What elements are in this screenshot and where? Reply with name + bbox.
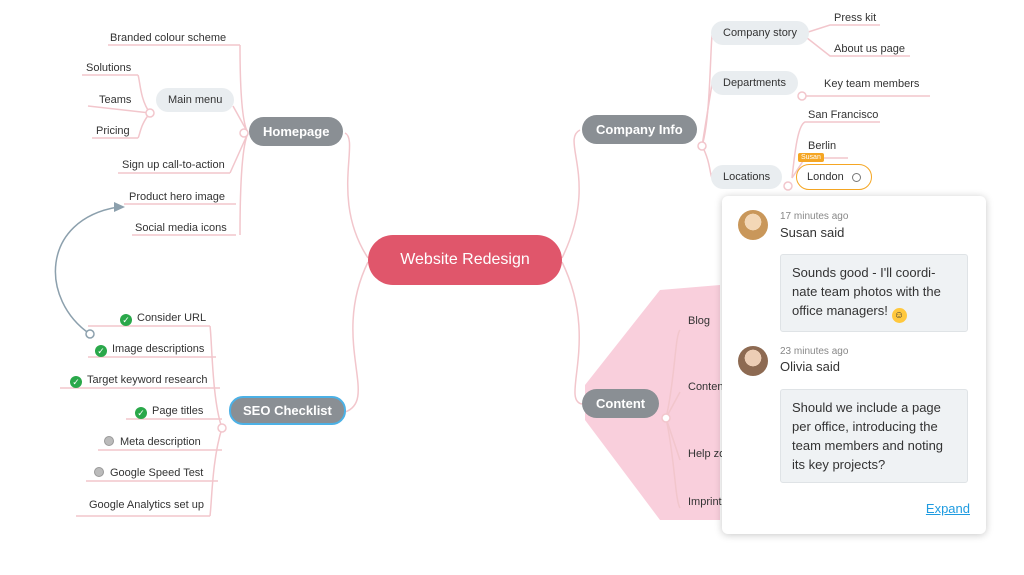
node-product-hero-image[interactable]: Product hero image (129, 191, 225, 203)
check-icon: ✓ (120, 314, 132, 326)
node-target-keyword-research[interactable]: ✓Target keyword research (70, 373, 207, 388)
node-main-menu[interactable]: Main menu (156, 88, 235, 112)
check-icon: ✓ (95, 345, 107, 357)
node-google-speed-test[interactable]: Google Speed Test (94, 466, 203, 480)
node-sign-up-cta[interactable]: Sign up call-to-action (122, 159, 225, 171)
comment-author: Olivia said (780, 359, 840, 374)
node-main-menu-label: Main menu (168, 94, 223, 106)
in-progress-icon (94, 467, 104, 477)
comment-bubble: Should we include a page per office, int… (780, 389, 968, 483)
check-icon: ✓ (135, 407, 147, 419)
comment-author: Susan said (780, 225, 845, 240)
comment-bubble: Sounds good - I'll coordi-nate team phot… (780, 254, 968, 332)
central-topic[interactable]: Website Redesign (368, 235, 562, 285)
comment-time: 23 minutes ago (780, 346, 849, 357)
node-imprint[interactable]: Imprint (688, 496, 722, 508)
node-help-zone[interactable]: Help zo (688, 448, 726, 460)
node-departments[interactable]: Departments (711, 71, 798, 95)
comment-time: 17 minutes ago (780, 211, 849, 222)
topic-content-label: Content (596, 396, 646, 411)
topic-homepage-label: Homepage (263, 124, 330, 139)
node-locations[interactable]: Locations (711, 165, 783, 189)
node-meta-description[interactable]: Meta description (104, 435, 201, 449)
node-company-story[interactable]: Company story (711, 21, 809, 45)
avatar-susan (738, 210, 768, 240)
topic-seo-checklist[interactable]: SEO Checklist (229, 396, 346, 425)
node-branded-colour-scheme[interactable]: Branded colour scheme (110, 32, 227, 44)
node-key-team-members[interactable]: Key team members (824, 78, 920, 90)
comment-panel[interactable]: 17 minutes ago Susan said Sounds good - … (722, 196, 986, 534)
node-teams[interactable]: Teams (99, 94, 132, 106)
comment-icon[interactable] (851, 172, 861, 182)
topic-company-info-label: Company Info (596, 122, 683, 137)
node-google-analytics[interactable]: Google Analytics set up (89, 499, 204, 511)
topic-seo-checklist-label: SEO Checklist (243, 403, 332, 418)
node-san-francisco[interactable]: San Francisco (808, 109, 879, 121)
collaborator-tag: Susan (798, 153, 824, 162)
node-pricing[interactable]: Pricing (96, 125, 130, 137)
smiley-icon: ☺ (891, 308, 907, 323)
topic-content[interactable]: Content (582, 389, 660, 418)
node-page-titles[interactable]: ✓Page titles (135, 404, 203, 419)
avatar-olivia (738, 346, 768, 376)
node-content[interactable]: Conten (688, 381, 724, 393)
node-berlin[interactable]: Berlin (808, 140, 837, 152)
node-press-kit[interactable]: Press kit (834, 12, 877, 24)
expand-link[interactable]: Expand (925, 501, 970, 516)
node-blog[interactable]: Blog (688, 315, 711, 327)
node-social-media-icons[interactable]: Social media icons (135, 222, 227, 234)
topic-company-info[interactable]: Company Info (582, 115, 697, 144)
in-progress-icon (104, 436, 114, 446)
node-solutions[interactable]: Solutions (86, 62, 132, 74)
node-london[interactable]: London (796, 164, 872, 190)
node-image-descriptions[interactable]: ✓Image descriptions (95, 342, 204, 357)
node-consider-url[interactable]: ✓Consider URL (120, 311, 206, 326)
central-topic-label: Website Redesign (400, 251, 530, 268)
check-icon: ✓ (70, 376, 82, 388)
node-about-us-page[interactable]: About us page (834, 43, 905, 55)
topic-homepage[interactable]: Homepage (249, 117, 344, 146)
